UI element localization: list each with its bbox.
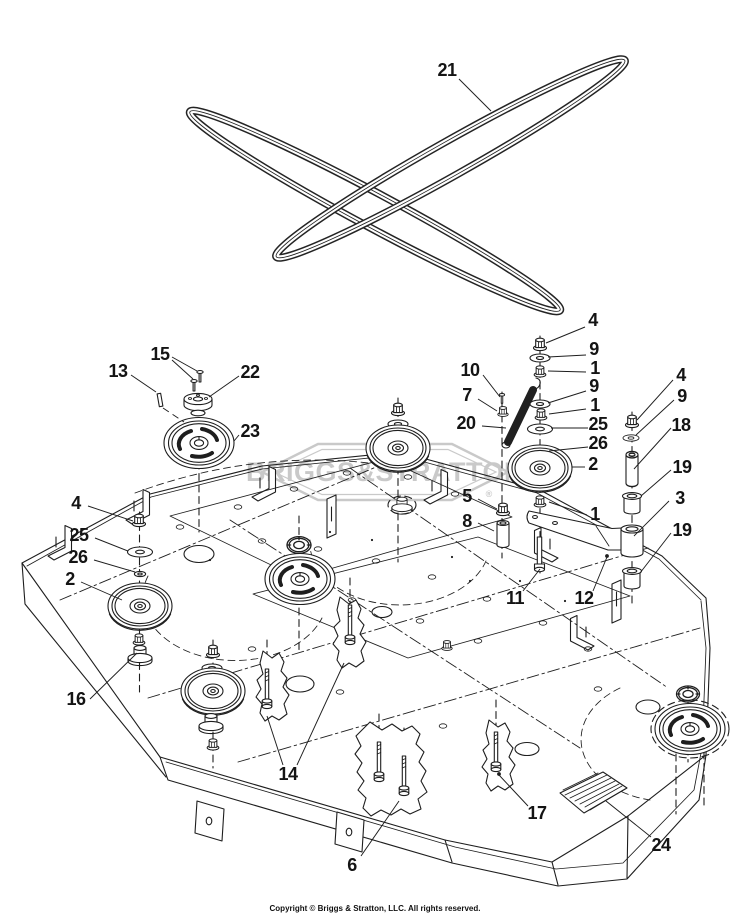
callout-23: 23 xyxy=(240,421,260,441)
front-left-pulley xyxy=(180,667,246,716)
pad-24 xyxy=(559,771,628,814)
callout-17: 17 xyxy=(527,803,547,823)
callout-16: 16 xyxy=(66,689,86,709)
callout-13: 13 xyxy=(108,361,128,381)
spacer-16 xyxy=(127,645,153,667)
nut-1-c xyxy=(533,495,547,508)
washer-25-idler xyxy=(526,423,554,435)
bushing-19-upper xyxy=(621,492,643,515)
callout-18: 18 xyxy=(671,415,691,435)
callout-12: 12 xyxy=(574,588,594,608)
spring-20 xyxy=(504,386,537,446)
callout-1-a: 1 xyxy=(590,358,600,378)
washer-26-left xyxy=(133,570,147,578)
nut-4-left xyxy=(131,513,147,528)
top-idler xyxy=(365,402,431,515)
drive-belt-21 xyxy=(185,55,629,316)
deck-mount-nut xyxy=(441,640,453,651)
callout-4-idler: 4 xyxy=(588,310,598,330)
screw-15a xyxy=(196,369,204,383)
bushing-19-lower xyxy=(621,567,643,590)
nut-below-pulley xyxy=(132,633,146,646)
callout-20: 20 xyxy=(456,413,476,433)
right-spindle-pulley xyxy=(653,701,727,757)
left-spindle-assembly xyxy=(156,369,236,471)
callout-21: 21 xyxy=(437,60,457,80)
callout-8: 8 xyxy=(462,511,472,531)
nut-7 xyxy=(497,406,509,417)
mower-deck xyxy=(21,451,711,887)
callout-5: 5 xyxy=(462,486,472,506)
callout-22: 22 xyxy=(240,362,260,382)
pulley-2-left xyxy=(107,582,173,631)
spacer-8 xyxy=(496,519,510,549)
nut-4-arm xyxy=(624,414,640,429)
callout-26-idler: 26 xyxy=(588,433,608,453)
spacer-18 xyxy=(625,450,639,488)
callout-2-idler: 2 xyxy=(588,454,598,474)
callout-14: 14 xyxy=(278,764,298,784)
washer-9-a xyxy=(529,353,551,363)
callout-9-a: 9 xyxy=(589,339,599,359)
callout-11: 11 xyxy=(506,588,525,608)
callout-7: 7 xyxy=(462,385,472,405)
nut-1-b xyxy=(534,408,548,421)
leader-lines xyxy=(80,78,675,857)
copyright-text: Copyright © Briggs & Stratton, LLC. All … xyxy=(270,904,481,913)
callout-19-upper: 19 xyxy=(672,457,692,477)
callout-4-left: 4 xyxy=(71,493,81,513)
deck-tab xyxy=(194,800,365,853)
blade-patch-right xyxy=(481,719,516,792)
hub-22 xyxy=(183,392,213,417)
callouts: 21 15 13 22 23 4 25 26 2 16 4 9 1 9 1 25… xyxy=(65,60,692,875)
callout-1-c: 1 xyxy=(590,504,600,524)
pulley-2-idler xyxy=(507,444,573,493)
callout-2-left: 2 xyxy=(65,569,75,589)
washer-9-b xyxy=(529,399,551,409)
top-idler-pulley xyxy=(365,424,431,473)
callout-25-idler: 25 xyxy=(588,414,608,434)
nut-5 xyxy=(495,502,511,517)
blade-patches xyxy=(255,596,516,817)
key-13 xyxy=(156,392,164,408)
washer-9-arm xyxy=(622,434,640,442)
center-spindle-hub xyxy=(286,535,312,555)
assembly-axes xyxy=(138,335,705,815)
callout-9-arm: 9 xyxy=(677,386,687,406)
blade-patch-left xyxy=(255,650,290,722)
nut-4-idler xyxy=(532,337,548,352)
center-spindle-pulley xyxy=(263,551,337,607)
callout-25-left: 25 xyxy=(69,525,89,545)
center-spindle xyxy=(263,535,337,607)
callout-24: 24 xyxy=(651,835,671,855)
callout-19-lower: 19 xyxy=(672,520,692,540)
right-spindle xyxy=(650,685,730,759)
right-spindle-hub xyxy=(675,685,701,703)
nut-1-a xyxy=(533,365,547,378)
blade-patch-center xyxy=(354,721,428,817)
callout-1-b: 1 xyxy=(590,395,600,415)
callout-6: 6 xyxy=(347,855,357,875)
callout-15: 15 xyxy=(150,344,170,364)
watermark-registered-mark: ® xyxy=(486,489,493,499)
callout-4-arm: 4 xyxy=(676,365,686,385)
callout-10: 10 xyxy=(460,360,480,380)
bolt-10 xyxy=(498,393,506,404)
callout-26-left: 26 xyxy=(68,547,88,567)
washer-25-left xyxy=(126,546,154,558)
callout-3: 3 xyxy=(675,488,685,508)
right-idler-stack xyxy=(495,337,573,549)
screw-15b xyxy=(190,378,198,392)
pulley-23 xyxy=(162,415,236,471)
callout-9-b: 9 xyxy=(589,376,599,396)
